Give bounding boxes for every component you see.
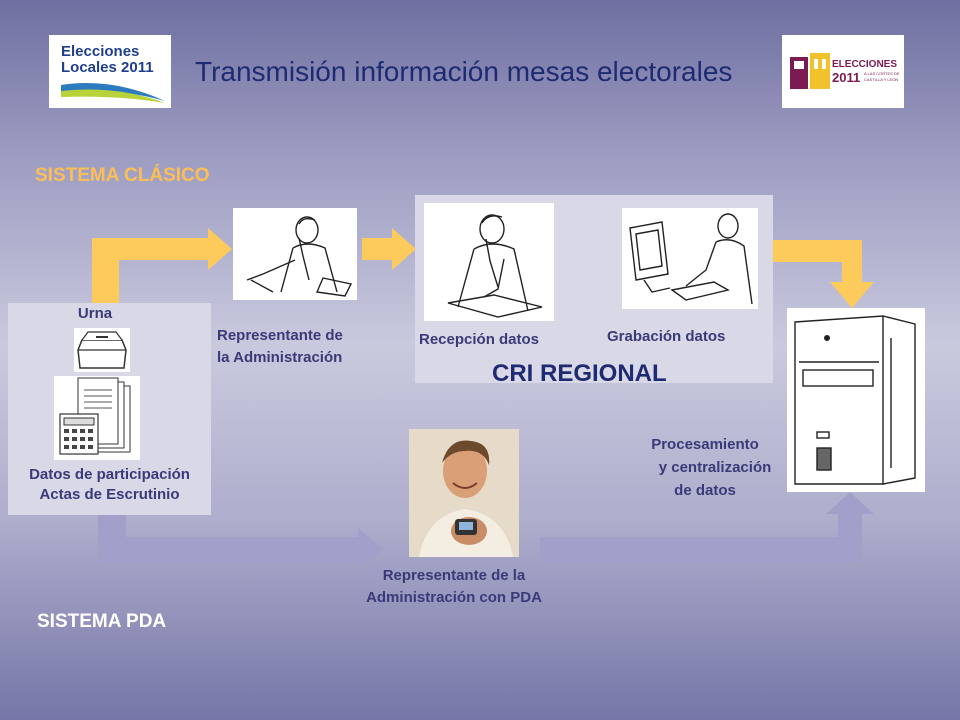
procesamiento-label-3: de datos <box>674 482 736 499</box>
receptionist-phone-icon <box>447 214 543 318</box>
server-image <box>787 308 925 492</box>
page-title: Transmisión información mesas electorale… <box>195 56 733 87</box>
ballot-box-icon <box>77 331 127 369</box>
pda-arrow-up <box>838 512 862 562</box>
classic-arrow-horizontal <box>92 238 210 260</box>
classic-system-label: SISTEMA CLÁSICO <box>35 165 210 186</box>
procesamiento-label-1: Procesamiento <box>651 436 759 453</box>
datos-participacion-label: Datos de participación <box>29 466 190 483</box>
pda-arrowhead-up <box>826 492 874 514</box>
classic-arrowhead-1 <box>208 228 232 270</box>
pda-system-label: SISTEMA PDA <box>37 611 167 632</box>
castle-icon <box>790 53 830 89</box>
documents-calculator-icon <box>59 377 131 455</box>
grabacion-image <box>622 208 758 309</box>
recepcion-image <box>424 203 554 321</box>
classic-arrowhead-down <box>830 282 874 308</box>
classic-arrowhead-2 <box>392 228 416 270</box>
logo-sub1: A LAS CORTES DE <box>864 71 900 76</box>
logo-line1: Elecciones <box>61 43 140 60</box>
ballot-box-image <box>74 328 130 372</box>
pda-arrow-horizontal <box>98 537 360 562</box>
representante-label-2: la Administración <box>217 349 343 366</box>
classic-arrow-down <box>842 240 862 284</box>
documents-image <box>54 376 140 460</box>
grabacion-label: Grabación datos <box>607 328 726 345</box>
representante-image <box>233 208 357 300</box>
representante-label-1: Representante de <box>217 327 343 344</box>
procesamiento-label-2: y centralización <box>658 459 772 476</box>
cri-regional-title: CRI REGIONAL <box>492 360 667 387</box>
elecciones-cortes-logo: ELECCIONES 2011 A LAS CORTES DE CASTILLA… <box>782 35 904 108</box>
classic-arrow-4 <box>772 240 862 262</box>
computer-operator-icon <box>629 213 753 305</box>
logo-year: 2011 <box>832 70 861 85</box>
pda-representante-label-1: Representante de la <box>382 567 526 584</box>
server-tower-icon <box>794 315 916 485</box>
pda-representative-photo <box>409 429 519 557</box>
pda-arrow-out <box>540 537 862 562</box>
actas-escrutinio-label: Actas de Escrutinio <box>39 486 180 503</box>
logo-sub2: CASTILLA Y LEÓN <box>864 77 899 82</box>
pda-arrowhead-1 <box>358 528 384 570</box>
swoosh-icon <box>61 83 165 103</box>
logo-word: ELECCIONES <box>832 59 898 70</box>
recepcion-label: Recepción datos <box>419 331 540 348</box>
pda-representante-label-2: Administración con PDA <box>366 589 542 606</box>
phone-operator-icon <box>246 216 353 297</box>
classic-arrow-2 <box>362 238 394 260</box>
pda-user-illustration <box>409 429 519 557</box>
logo-line2: Locales 2011 <box>61 59 154 76</box>
urna-label: Urna <box>77 305 113 322</box>
elecciones-locales-logo: Elecciones Locales 2011 <box>49 35 171 108</box>
